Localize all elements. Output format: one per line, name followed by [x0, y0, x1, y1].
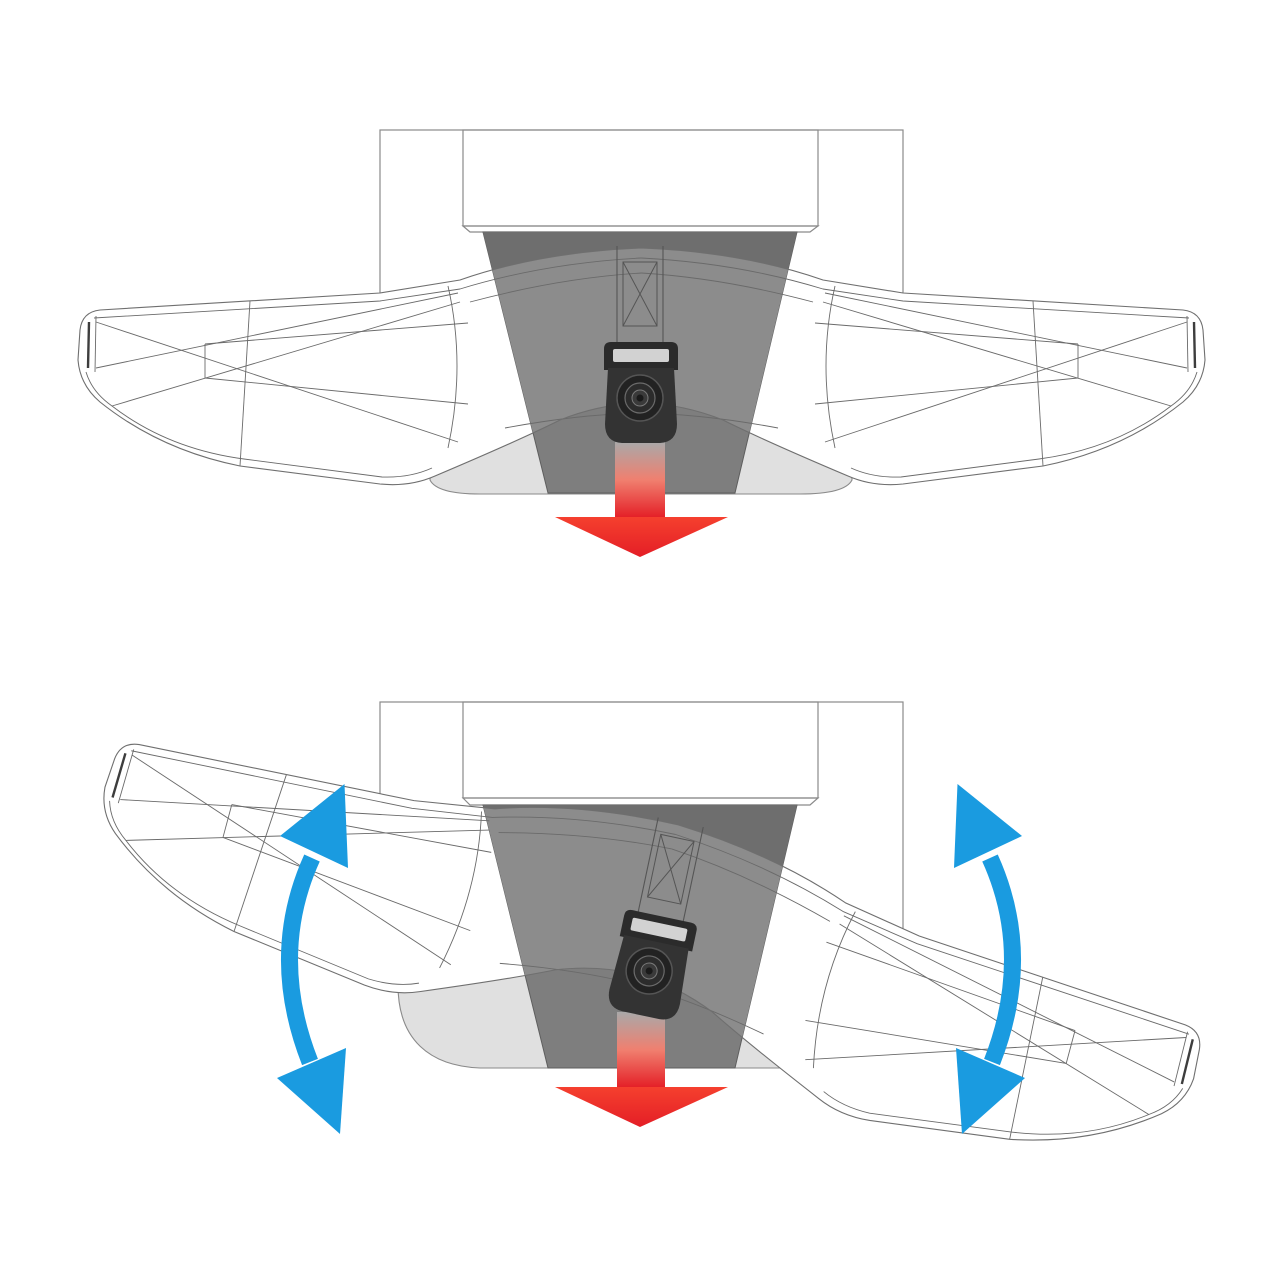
pull-strap	[617, 1012, 665, 1088]
pull-strap	[615, 442, 665, 518]
